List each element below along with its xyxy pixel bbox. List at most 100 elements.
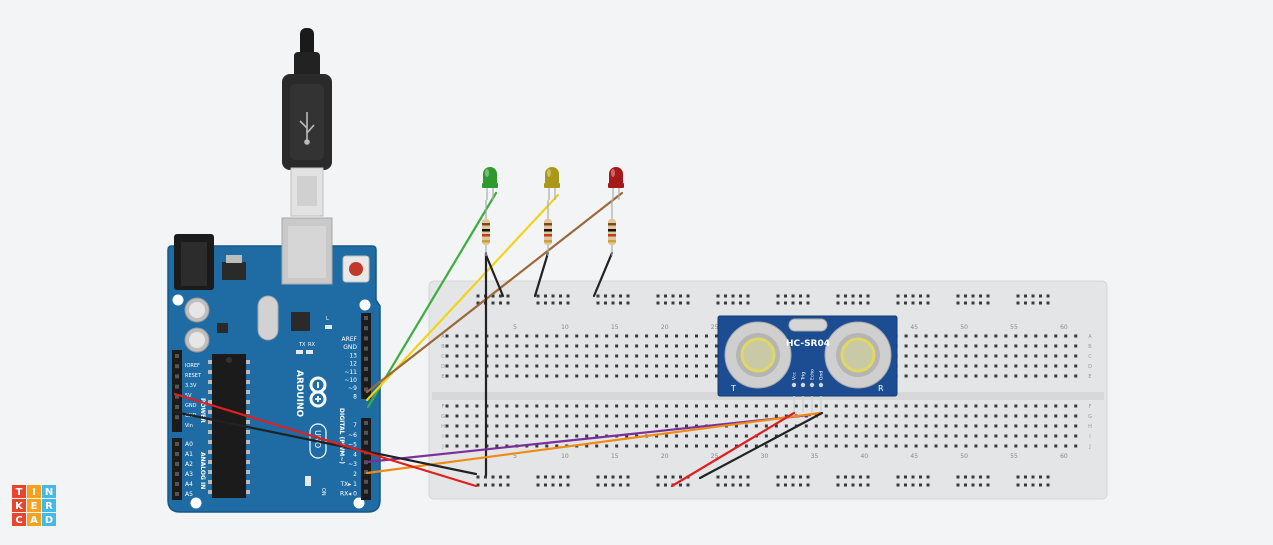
black-wire[interactable] [173,410,478,476]
mounting-hole [353,497,365,509]
breadboard-hole [904,444,908,448]
breadboard-hole [585,334,589,338]
breadboard-hole [704,354,708,358]
breadboard-hole [974,364,978,368]
column-number: 5 [513,324,517,331]
logo-letter: K [15,501,24,512]
black-wire[interactable] [533,251,550,298]
breadboard-hole [625,444,629,448]
breadboard-hole [894,414,898,418]
digital-pin-label: ~6 [348,432,357,439]
breadboard-hole [866,294,870,298]
mcu-pin [208,410,212,414]
breadboard-hole [615,344,619,348]
breadboard-hole [919,301,922,305]
green-led[interactable] [482,167,498,200]
breadboard-hole [734,404,738,408]
resistor[interactable] [482,200,490,256]
usb-cable[interactable] [282,28,332,217]
breadboard-hole [854,404,858,408]
wires[interactable] [173,191,824,488]
power-section-label: POWER [199,398,206,423]
red-wire[interactable] [173,392,478,488]
breadboard-hole [1034,334,1038,338]
breadboard-hole [445,374,449,378]
breadboard-hole [904,475,907,479]
breadboard-hole [475,374,479,378]
breadboard-hole [986,483,990,487]
resistor[interactable] [608,200,616,256]
breadboard-hole [994,424,998,428]
on-label: ON [320,488,326,496]
breadboard-hole [944,354,948,358]
resistor[interactable] [544,200,552,256]
breadboard-hole [445,424,449,428]
breadboard-hole [645,444,649,448]
breadboard-hole [731,294,735,298]
column-number: 50 [960,453,968,460]
logo-letter: D [45,515,53,526]
purple-wire[interactable] [365,413,812,464]
breadboard-hole [685,424,689,428]
digital-header-lower [361,418,371,500]
black-wire[interactable] [592,251,614,298]
breadboard-hole [746,475,750,479]
orange-wire[interactable] [365,411,822,475]
breadboard-hole [635,374,639,378]
breadboard-hole [545,434,549,438]
breadboard-hole [924,404,928,408]
breadboard-hole [714,354,718,358]
breadboard-hole [565,334,569,338]
breadboard-hole [536,475,540,479]
breadboard-hole [924,364,928,368]
breadboard-hole [495,424,499,428]
black-wire[interactable] [484,253,505,298]
arduino-uno-board[interactable]: TX RX L ON ARDUINO UNO DIGITAL (PWM~) PO… [167,217,381,513]
breadboard-hole [596,294,600,298]
column-number: 15 [611,453,619,460]
green-wire[interactable] [366,191,498,409]
mcu-pin [208,430,212,434]
mcu-pin [208,420,212,424]
breadboard-hole [559,475,562,479]
yellow-led[interactable] [544,167,560,200]
resistor-band [544,223,552,226]
red-wire[interactable] [670,411,796,488]
reset-button-cap[interactable] [349,262,363,276]
breadboard-hole [655,354,659,358]
breadboard-hole [535,344,539,348]
logo-letter: A [30,515,38,526]
breadboard-hole [704,334,708,338]
row-letter: F [1089,404,1092,410]
column-number: 15 [611,324,619,331]
breadboard-hole [495,444,499,448]
analog-pin-label: A4 [185,481,193,488]
header-hole [364,430,368,435]
breadboard-hole [934,334,938,338]
red-led[interactable] [608,167,624,200]
black-wire[interactable] [698,411,824,480]
breadboard-hole [904,294,907,298]
breadboard-hole [491,301,495,305]
breadboard-hole [704,414,708,418]
header-hole [364,326,368,331]
breadboard-hole [685,364,689,368]
breadboard-hole [704,404,708,408]
breadboard-hole [1054,444,1058,448]
brown-wire[interactable] [365,191,624,394]
breadboard-hole [1034,444,1038,448]
breadboard-hole [919,475,922,479]
breadboard-hole [1024,483,1027,487]
breadboard-hole [645,354,649,358]
leds[interactable] [482,167,624,256]
mcu-pin [246,460,250,464]
capacitor-top [189,302,205,318]
breadboard-hole [585,414,589,418]
breadboard-hole [994,334,998,338]
breadboard-hole [695,404,698,408]
logo-tile [42,485,56,498]
breadboard-hole [1004,354,1008,358]
breadboard-hole [1014,364,1018,368]
